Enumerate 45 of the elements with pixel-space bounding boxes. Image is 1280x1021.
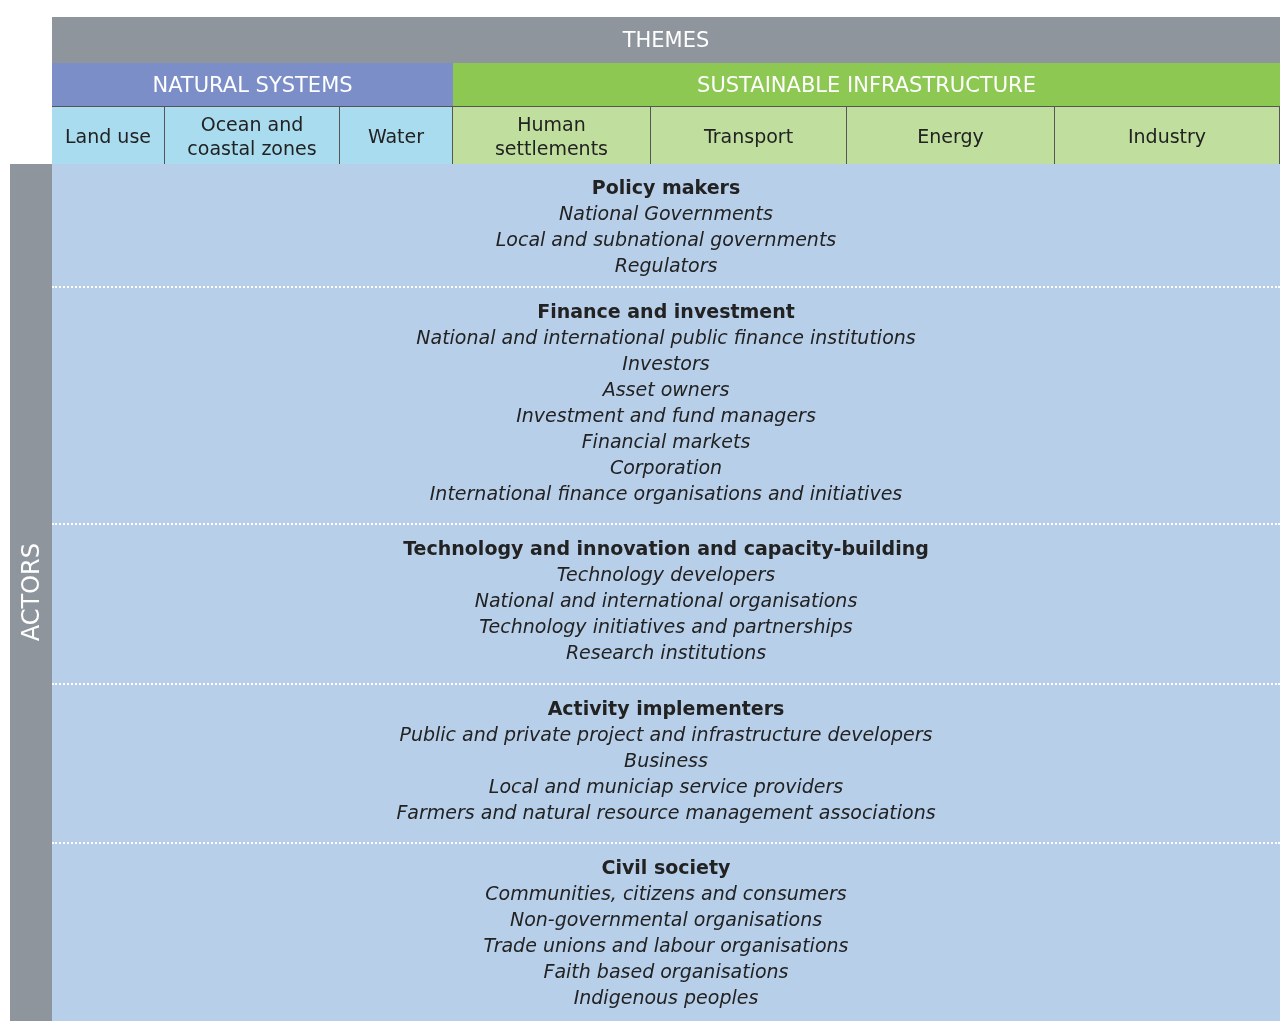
group-item: National and international organisations: [474, 588, 858, 613]
group-heading: Technology and innovation and capacity-building: [403, 536, 929, 561]
group-item: Communities, citizens and consumers: [485, 881, 847, 906]
band-heading: NATURAL SYSTEMS: [52, 63, 453, 106]
column-header: Industry: [1055, 106, 1280, 164]
column-header: Energy: [847, 106, 1055, 164]
actor-group-panel: [52, 842, 1280, 1021]
group-item: Farmers and natural resource management associations: [396, 800, 936, 825]
actor-group-panel: [52, 683, 1280, 842]
side-band: [10, 164, 52, 1021]
band-title: ACTORS: [17, 543, 45, 642]
column-header: Transport: [651, 106, 847, 164]
actor-group-panel: [52, 523, 1280, 683]
group-item: Faith based organisations: [543, 959, 789, 984]
column-header: Water: [340, 106, 453, 164]
group-item: Non-governmental organisations: [509, 907, 823, 932]
group-item: Technology initiatives and partnerships: [479, 614, 853, 639]
group-item: Local and municiap service providers: [488, 774, 844, 799]
group-heading: Civil society: [601, 855, 731, 880]
column-header: Ocean and coastal zones: [165, 106, 340, 164]
group-heading: Activity implementers: [547, 696, 785, 721]
group-item: Investment and fund managers: [516, 403, 816, 428]
group-heading: Policy makers: [591, 175, 741, 200]
band-heading: THEMES: [52, 17, 1280, 63]
group-item: Trade unions and labour organisations: [483, 933, 849, 958]
group-item: Regulators: [614, 253, 718, 278]
group-item: Local and subnational governments: [495, 227, 837, 252]
column-header: Human settlements: [453, 106, 651, 164]
group-item: International finance organisations and initiatives: [429, 481, 903, 506]
column-header: Land use: [52, 106, 165, 164]
group-item: Financial markets: [581, 429, 751, 454]
group-item: Indigenous peoples: [573, 985, 759, 1010]
group-item: Technology developers: [556, 562, 776, 587]
group-item: National and international public finance institutions: [416, 325, 916, 350]
group-item: Research institutions: [565, 640, 767, 665]
group-heading: Finance and investment: [537, 299, 795, 324]
group-item: Investors: [622, 351, 710, 376]
actor-group-panel: [52, 164, 1280, 286]
group-item: Asset owners: [602, 377, 730, 402]
group-item: Public and private project and infrastructure developers: [399, 722, 933, 747]
group-item: Corporation: [609, 455, 723, 480]
actor-group-panel: [52, 286, 1280, 523]
group-item: Business: [624, 748, 708, 773]
band-heading: SUSTAINABLE INFRASTRUCTURE: [453, 63, 1280, 106]
group-item: National Governments: [559, 201, 773, 226]
